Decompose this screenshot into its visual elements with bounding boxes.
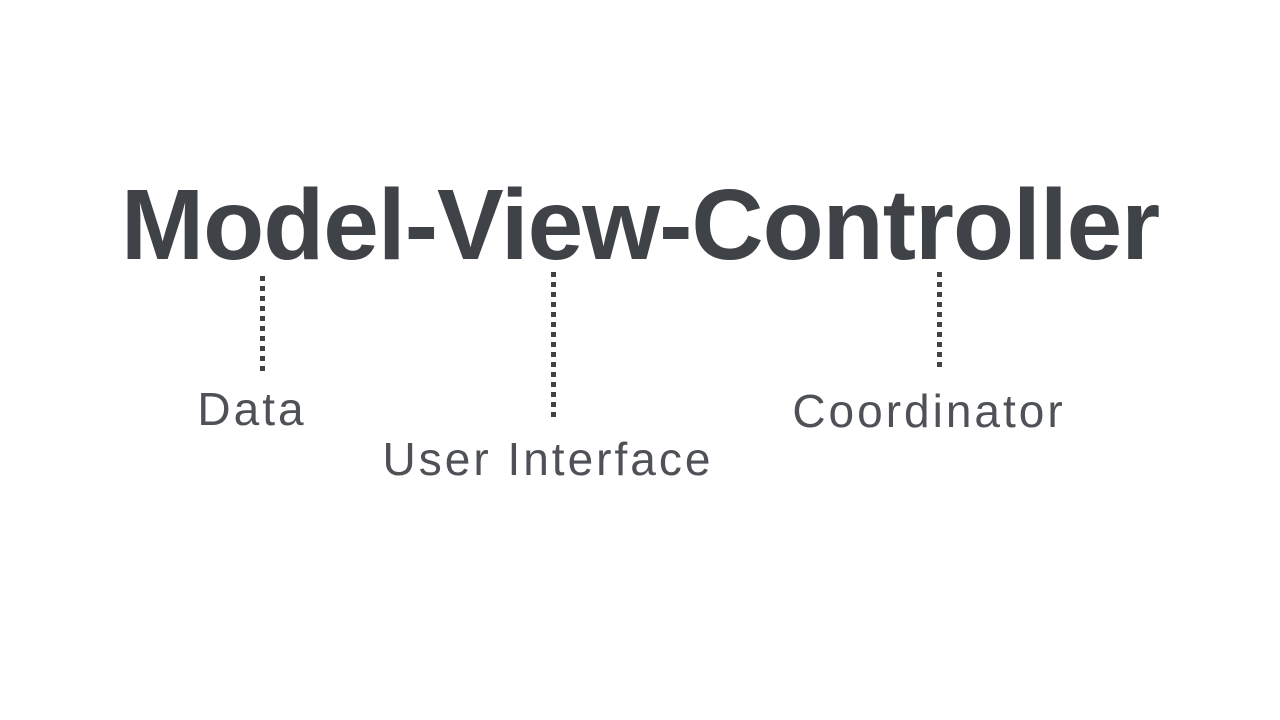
dotted-connector-view [551, 272, 556, 417]
annotation-label-view: User Interface [382, 433, 714, 485]
annotation-label-controller: Coordinator [792, 385, 1066, 437]
diagram-title: Model-View-Controller [120, 169, 1160, 281]
dotted-connector-controller [937, 272, 942, 367]
dotted-connector-model [260, 276, 265, 371]
annotation-label-model: Data [197, 383, 307, 435]
